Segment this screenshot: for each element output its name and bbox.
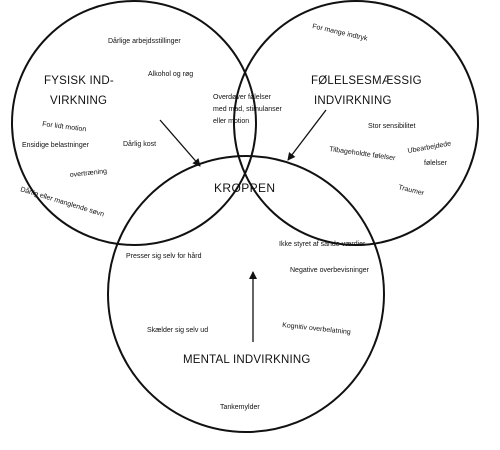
overlap-physical-emotional-line1: Overdøver følelser xyxy=(213,94,272,101)
physical-item-overtraining: overtræning xyxy=(69,168,107,179)
overlap-emotional-mental-line1: Ikke styret af sande værdier xyxy=(279,241,366,248)
arrow-from-physical xyxy=(159,119,201,167)
overlap-physical-emotional-line3: eller motion xyxy=(213,118,249,125)
physical-item-bad-sleep: Dårlig eller manglende søvn xyxy=(19,185,105,218)
physical-item-bad-jobs: Dårlige arbejdsstillinger xyxy=(108,37,181,45)
physical-item-too-little-exercise: For lidt motion xyxy=(42,121,87,133)
physical-item-bad-diet: Dårlig kost xyxy=(123,140,156,148)
mental-circle xyxy=(107,155,385,433)
emotional-item-unprocessed-line2: følelser xyxy=(424,160,448,167)
mental-item-scolds-self: Skælder sig selv ud xyxy=(147,327,208,334)
emotional-item-sensitivity: Stor sensibilitet xyxy=(368,123,416,130)
emotional-item-unprocessed-line1: Ubearbejdede xyxy=(407,140,452,155)
physical-item-one-sided: Ensidige belastninger xyxy=(22,142,90,149)
mental-item-cognitive-overload: Kognitiv overbelatning xyxy=(282,322,351,336)
mental-title: MENTAL INDVIRKNING xyxy=(183,354,311,366)
emotional-item-withheld: Tilbageholdte følelser xyxy=(329,146,397,162)
overlap-emotional-mental-line2: Negative overbevisninger xyxy=(290,267,370,274)
emotional-title-line1: FØLELSESMÆSSIG xyxy=(311,75,422,87)
overlap-physical-mental: Presser sig selv for hård xyxy=(126,252,202,260)
emotional-item-too-many: For mange indtryk xyxy=(312,23,369,43)
physical-title-line2: VIRKNING xyxy=(50,95,107,107)
physical-circle xyxy=(11,0,257,246)
emotional-item-trauma: Traumer xyxy=(398,184,426,197)
overlap-physical-emotional-line2: med mad, stimulanser xyxy=(213,106,283,113)
physical-item-alcohol: Alkohol og røg xyxy=(148,71,193,78)
arrow-from-emotional xyxy=(287,109,327,161)
emotional-title-line2: INDVIRKNING xyxy=(314,95,392,107)
emotional-circle xyxy=(233,0,479,246)
center-label: KROPPEN xyxy=(214,181,275,195)
mental-item-thought-swarm: Tankemylder xyxy=(220,404,260,411)
physical-title-line1: FYSISK IND- xyxy=(44,75,114,87)
